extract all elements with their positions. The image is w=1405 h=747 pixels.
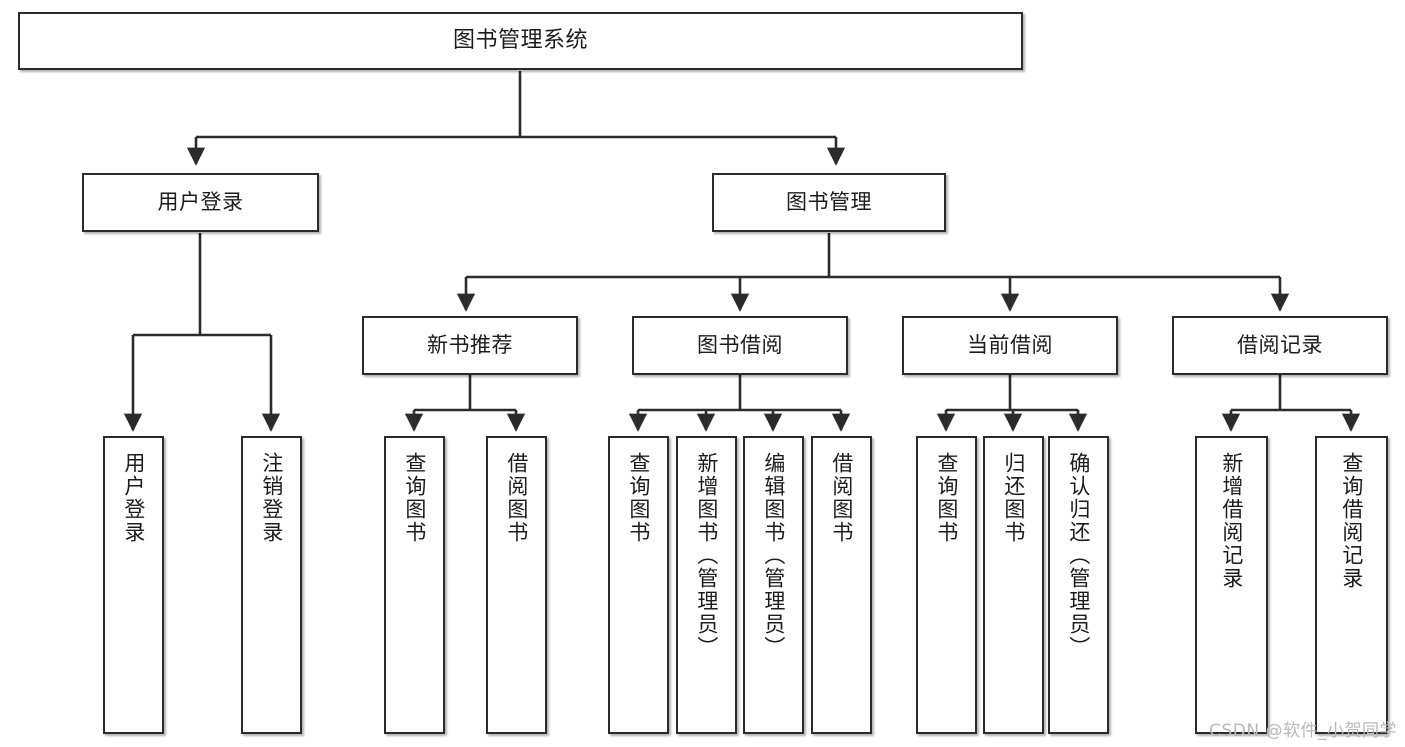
leaf-newbook-query-book[interactable]: 查询图书: [384, 436, 445, 734]
leaf-borrow-borrow-book[interactable]: 借阅图书: [811, 436, 872, 734]
node-user-login[interactable]: 用户登录: [82, 173, 319, 232]
node-user-login-label: 用户登录: [157, 189, 244, 214]
leaf-borrow-query-book[interactable]: 查询图书: [608, 436, 669, 734]
node-borrow-record-label: 借阅记录: [1237, 332, 1323, 357]
leaf-logout[interactable]: 注销登录: [241, 436, 302, 734]
node-book-management[interactable]: 图书管理: [712, 173, 946, 232]
leaf-user-login[interactable]: 用户登录: [103, 436, 164, 734]
leaf-borrow-edit-book[interactable]: 编辑图书（管理员）: [743, 436, 804, 734]
node-new-book-recommend[interactable]: 新书推荐: [362, 316, 578, 375]
leaf-current-return-book-label: 归还图书: [1001, 452, 1026, 544]
leaf-current-query-book[interactable]: 查询图书: [916, 436, 977, 734]
leaf-record-query-record-label: 查询借阅记录: [1339, 452, 1364, 590]
leaf-borrow-edit-book-label: 编辑图书（管理员）: [761, 452, 786, 659]
leaf-borrow-query-book-label: 查询图书: [626, 452, 651, 544]
leaf-logout-label: 注销登录: [259, 452, 284, 544]
leaf-record-query-record[interactable]: 查询借阅记录: [1315, 436, 1388, 734]
leaf-record-add-record[interactable]: 新增借阅记录: [1195, 436, 1268, 734]
node-borrow-record[interactable]: 借阅记录: [1172, 316, 1388, 375]
leaf-borrow-add-book[interactable]: 新增图书（管理员）: [676, 436, 737, 734]
leaf-newbook-borrow-book[interactable]: 借阅图书: [486, 436, 547, 734]
leaf-user-login-label: 用户登录: [121, 452, 146, 544]
leaf-current-confirm-return-label: 确认归还（管理员）: [1066, 452, 1091, 659]
leaf-newbook-borrow-book-label: 借阅图书: [504, 452, 529, 544]
leaf-current-confirm-return[interactable]: 确认归还（管理员）: [1048, 436, 1109, 734]
node-current-borrow[interactable]: 当前借阅: [902, 316, 1118, 375]
csdn-watermark: CSDN @软件_小贺同学: [1209, 721, 1397, 741]
node-book-management-label: 图书管理: [786, 189, 872, 214]
leaf-borrow-add-book-label: 新增图书（管理员）: [694, 452, 719, 659]
node-root-label: 图书管理系统: [452, 27, 588, 53]
node-root[interactable]: 图书管理系统: [18, 12, 1023, 70]
node-new-book-recommend-label: 新书推荐: [427, 332, 513, 357]
leaf-borrow-borrow-book-label: 借阅图书: [829, 452, 854, 544]
node-book-borrow-label: 图书借阅: [697, 332, 783, 357]
leaf-record-add-record-label: 新增借阅记录: [1219, 452, 1244, 590]
leaf-current-query-book-label: 查询图书: [934, 452, 959, 544]
leaf-newbook-query-book-label: 查询图书: [402, 452, 427, 544]
node-book-borrow[interactable]: 图书借阅: [632, 316, 848, 375]
leaf-current-return-book[interactable]: 归还图书: [983, 436, 1044, 734]
node-current-borrow-label: 当前借阅: [967, 332, 1053, 357]
